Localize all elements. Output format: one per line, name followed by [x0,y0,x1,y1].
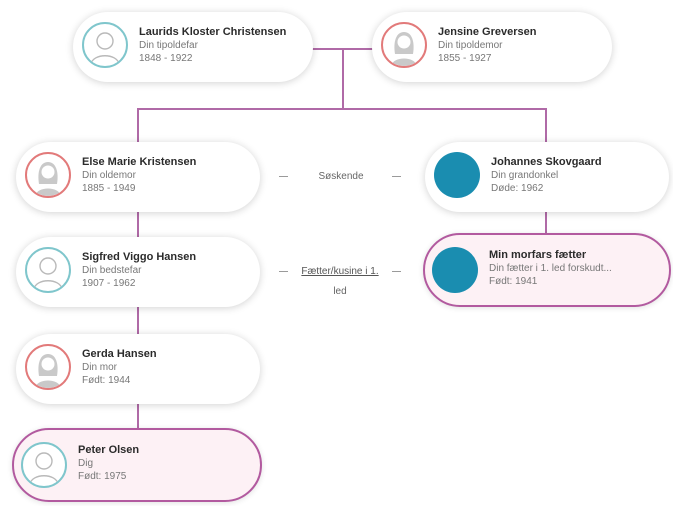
person-card-cousin[interactable]: Min morfars fætter Din fætter i 1. led f… [423,233,671,307]
person-card-gerda[interactable]: Gerda Hansen Din mor Født: 1944 [16,334,260,404]
right-branch-line [545,108,547,144]
person-name: Johannes Skovgaard [491,156,602,168]
male-avatar-icon [21,442,67,488]
person-name: Gerda Hansen [82,348,157,360]
children-bar [137,108,547,110]
person-years: 1855 - 1927 [438,53,492,64]
blank-avatar-icon [434,152,480,198]
person-relation: Din oldemor [82,170,136,181]
male-avatar-icon [25,247,71,293]
person-name: Sigfred Viggo Hansen [82,251,197,263]
person-card-sigfred[interactable]: Sigfred Viggo Hansen Din bedstefar 1907 … [16,237,260,307]
cousins-dash-left [279,271,288,272]
person-years: 1848 - 1922 [139,53,193,64]
person-card-grandmother[interactable]: Jensine Greversen Din tipoldemor 1855 - … [372,12,612,82]
person-card-grandfather[interactable]: Laurids Kloster Christensen Din tipoldef… [73,12,313,82]
person-name: Peter Olsen [78,444,140,456]
female-avatar-icon [381,22,427,68]
person-years: 1885 - 1949 [82,183,136,194]
person-name: Min morfars fætter [489,249,587,261]
sigfred-gerda-line [137,306,139,336]
siblings-dash-left [279,176,288,177]
female-avatar-icon [25,152,71,198]
siblings-label: Søskende [318,171,364,182]
person-years: Født: 1941 [489,276,538,287]
gerda-peter-line [137,402,139,429]
cousins-dash-right [392,271,401,272]
person-card-peter[interactable]: Peter Olsen Dig Født: 1975 [12,428,262,502]
blank-avatar-icon [432,247,478,293]
person-name: Else Marie Kristensen [82,156,197,168]
else-sigfred-line [137,210,139,238]
cousins-label-line2: led [333,286,347,297]
person-relation: Din fætter i 1. led forskudt... [489,263,612,274]
person-card-else[interactable]: Else Marie Kristensen Din oldemor 1885 -… [16,142,260,212]
person-name: Laurids Kloster Christensen [139,26,287,38]
person-relation: Din bedstefar [82,265,142,276]
female-avatar-icon [25,344,71,390]
person-years: 1907 - 1962 [82,278,136,289]
person-relation: Din tipoldefar [139,40,198,51]
johannes-cousin-line [545,210,547,234]
person-years: Døde: 1962 [491,183,544,194]
left-branch-line [137,108,139,144]
male-avatar-icon [82,22,128,68]
person-name: Jensine Greversen [438,26,537,38]
parents-drop-line [342,48,344,110]
cousins-label-line1[interactable]: Fætter/kusine i 1. [301,266,379,277]
person-years: Født: 1944 [82,375,131,386]
person-relation: Dig [78,458,94,469]
person-relation: Din mor [82,362,118,373]
person-years: Født: 1975 [78,471,127,482]
siblings-dash-right [392,176,401,177]
person-card-johannes[interactable]: Johannes Skovgaard Din grandonkel Døde: … [425,142,669,212]
person-relation: Din grandonkel [491,170,559,181]
person-relation: Din tipoldemor [438,40,503,51]
